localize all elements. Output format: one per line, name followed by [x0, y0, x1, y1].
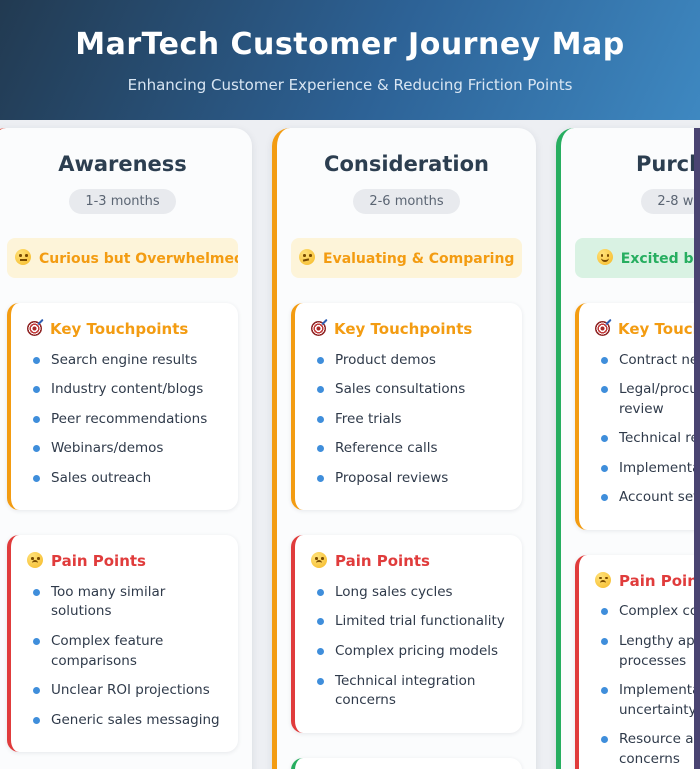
list-item: Sales outreach — [27, 469, 226, 489]
page-title: MarTech Customer Journey Map — [75, 26, 625, 62]
list-item: Long sales cycles — [311, 583, 510, 603]
section-title-label: Pain Points — [335, 552, 430, 571]
neutral-face-emoji — [15, 249, 31, 265]
list-item: Unclear ROI projections — [27, 681, 226, 701]
duration-badge-wrap: 2-8 weeks — [575, 189, 700, 214]
list-item: Contract negotiation — [595, 351, 700, 371]
target-icon — [27, 321, 42, 336]
list-item: Sales consultations — [311, 380, 510, 400]
list-item: Implementation planning — [595, 459, 700, 479]
list-item: Complex pricing models — [311, 642, 510, 662]
section-title: Key Touchpoints — [311, 318, 510, 341]
vertical-scrollbar[interactable] — [694, 128, 700, 769]
pain-points-section: Pain PointsComplex contract termsLengthy… — [575, 554, 700, 769]
section-title: Pain Points — [27, 550, 226, 573]
mood-label: Curious but Overwhelmed — [39, 251, 238, 267]
section-title: Pain Points — [595, 570, 700, 593]
list-item: Free trials — [311, 410, 510, 430]
list-item: Complex contract terms — [595, 602, 700, 622]
list-item: Industry content/blogs — [27, 380, 226, 400]
target-icon — [311, 321, 326, 336]
list-item: Webinars/demos — [27, 439, 226, 459]
smiling-face-emoji — [596, 249, 613, 265]
list-item: Technical integration concerns — [311, 672, 510, 711]
section-title-label: Key Touchpoints — [334, 320, 473, 338]
list-item: Technical requirements — [595, 429, 700, 449]
key-touchpoints-section: Key TouchpointsContract negotiationLegal… — [575, 303, 700, 530]
list-item: Limited trial functionality — [311, 612, 510, 632]
duration-badge-wrap: 2-6 months — [291, 189, 522, 214]
stage-title: Purchase — [635, 152, 700, 176]
section-title-label: Pain Points — [51, 552, 146, 571]
stage-column-purchase: Purchase 2-8 weeksExcited but CautiousKey… — [556, 128, 700, 769]
list-item: Too many similar solutions — [27, 583, 226, 622]
enhancement-opportunities-section: Enhancement OpportunitiesImprove trial e… — [291, 757, 522, 769]
mood-banner: Excited but Cautious — [575, 238, 700, 278]
list-item: Legal/procurement review — [595, 380, 700, 419]
section-title-label: Key Touchpoints — [50, 320, 189, 338]
page-header: MarTech Customer Journey Map Enhancing C… — [0, 0, 700, 120]
list-item: Complex feature comparisons — [27, 632, 226, 671]
mood-label: Evaluating & Comparing — [323, 251, 515, 267]
duration-badge: 2-6 months — [353, 189, 460, 214]
section-title-label: Key Touchpoints — [618, 320, 700, 338]
mood-banner: Curious but Overwhelmed — [7, 238, 238, 278]
list-item: Search engine results — [27, 351, 226, 371]
mood-banner: Evaluating & Comparing — [291, 238, 522, 278]
list-item: Implementation timeline uncertainty — [595, 681, 700, 720]
stage-title: Consideration — [324, 152, 489, 176]
worried-face-emoji — [595, 571, 611, 588]
section-title: Pain Points — [311, 550, 510, 573]
duration-badge-wrap: 1-3 months — [7, 189, 238, 214]
list-item: Peer recommendations — [27, 410, 226, 430]
item-list: Contract negotiationLegal/procurement re… — [595, 351, 700, 508]
duration-badge: 2-8 weeks — [641, 189, 700, 214]
item-list: Complex contract termsLengthy approval p… — [595, 602, 700, 769]
section-title-label: Pain Points — [619, 571, 700, 590]
stage-title: Awareness — [58, 152, 187, 176]
worried-face-emoji — [311, 552, 327, 569]
section-title: Key Touchpoints — [27, 318, 226, 341]
list-item: Account setup — [595, 488, 700, 508]
worried-face-emoji — [27, 552, 43, 569]
list-item: Resource allocation concerns — [595, 730, 700, 769]
list-item: Reference calls — [311, 439, 510, 459]
mood-label: Excited but Cautious — [620, 251, 700, 267]
list-item: Product demos — [311, 351, 510, 371]
target-icon — [595, 321, 610, 336]
list-item: Proposal reviews — [311, 469, 510, 489]
page-subtitle: Enhancing Customer Experience & Reducing… — [127, 75, 573, 94]
list-item: Generic sales messaging — [27, 711, 226, 731]
duration-badge: 1-3 months — [69, 189, 176, 214]
thinking-face-emoji — [299, 249, 315, 265]
list-item: Lengthy approval processes — [595, 632, 700, 671]
section-title: Key Touchpoints — [595, 318, 700, 341]
